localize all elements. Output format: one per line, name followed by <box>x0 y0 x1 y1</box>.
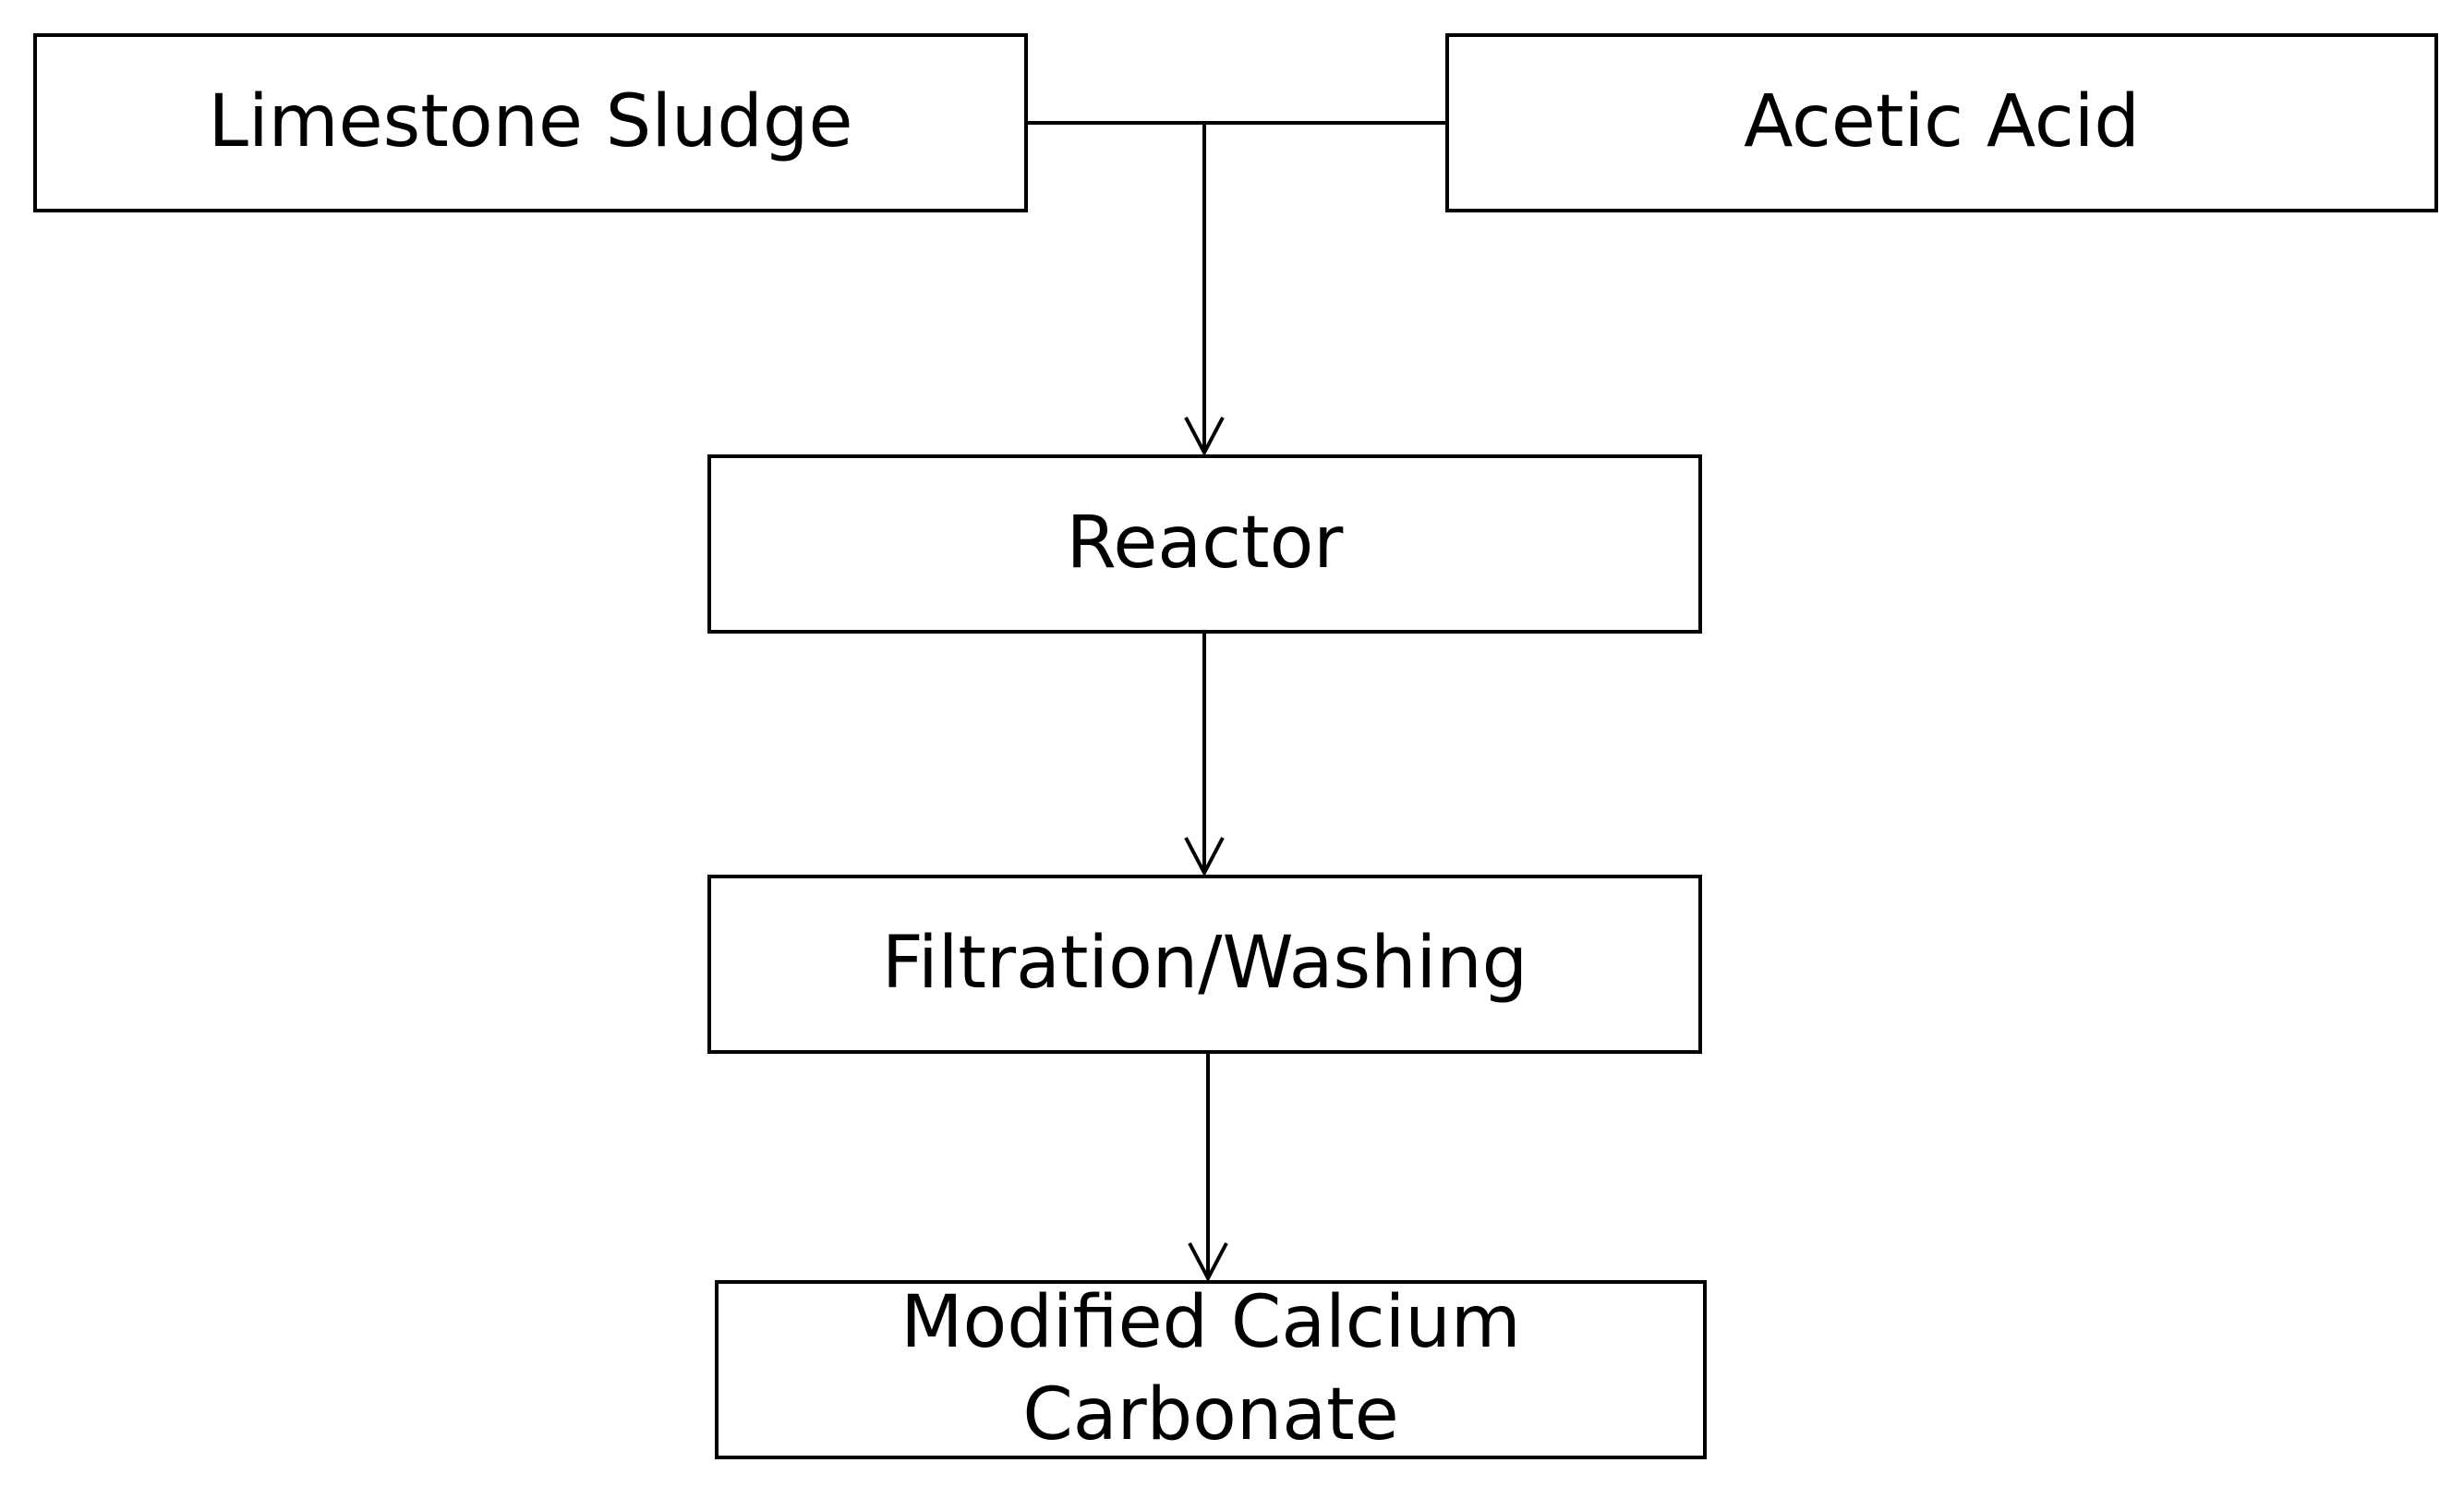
arrowhead-filtration <box>1184 837 1225 877</box>
arrowhead-product <box>1188 1242 1228 1283</box>
modified-calcium-carbonate-box: Modified Calcium Carbonate <box>715 1280 1707 1459</box>
reactor-label: Reactor <box>1066 502 1344 586</box>
filtration-washing-box: Filtration/Washing <box>707 875 1702 1054</box>
arrowhead-reactor <box>1184 417 1225 457</box>
acetic-acid-box: Acetic Acid <box>1445 33 2438 212</box>
limestone-sludge-box: Limestone Sludge <box>33 33 1028 212</box>
reactor-box: Reactor <box>707 454 1702 634</box>
filtration-washing-label: Filtration/Washing <box>881 922 1528 1006</box>
modified-calcium-carbonate-label: Modified Calcium Carbonate <box>900 1281 1521 1457</box>
limestone-sludge-label: Limestone Sludge <box>208 80 853 164</box>
acetic-acid-label: Acetic Acid <box>1744 80 2140 164</box>
